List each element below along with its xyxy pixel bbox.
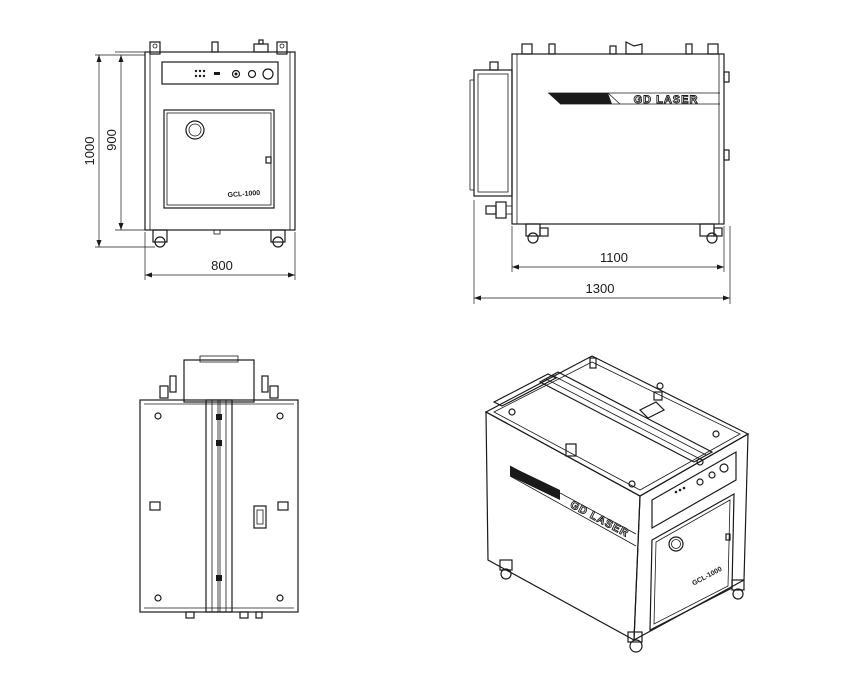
iso-brand-stripe — [509, 465, 637, 547]
dim-height-900: 900 — [104, 129, 119, 151]
side-brand-stripe — [548, 92, 720, 105]
dim-length-1100: 1100 — [600, 250, 628, 265]
dim-width-800: 800 — [211, 258, 233, 273]
panel-indicators — [194, 68, 274, 80]
side-view: GD LASER 1100 1300 — [469, 41, 731, 304]
dim-height-1000: 1000 — [82, 137, 97, 166]
top-view — [139, 355, 299, 619]
iso-model-label: GCL-1000 — [691, 566, 723, 588]
iso-brand-text: GD LASER — [568, 499, 631, 540]
isometric-view: GD LASER GCL-1000 — [484, 355, 750, 653]
front-model-label: GCL-1000 — [227, 190, 260, 199]
side-brand-text: GD LASER — [634, 94, 699, 106]
dim-length-1300: 1300 — [586, 281, 615, 296]
front-view: GCL-1000 1000 900 800 — [82, 39, 296, 280]
